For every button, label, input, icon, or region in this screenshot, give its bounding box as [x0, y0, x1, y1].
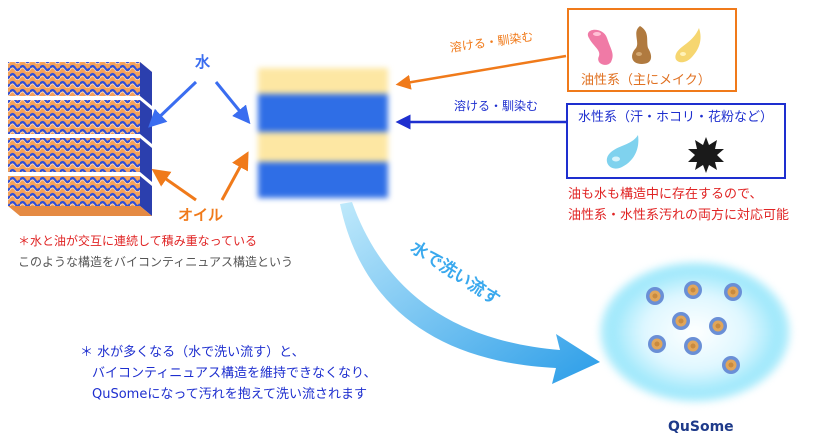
qusome-particle [648, 335, 666, 353]
water-dissolve-label: 溶ける・馴染む [454, 99, 539, 113]
layered-structure-blurred [258, 68, 388, 208]
water-label: 水 [195, 53, 211, 71]
qusome-particle [672, 312, 690, 330]
dust-splat-icon [688, 137, 724, 173]
qusome-particle [722, 356, 740, 374]
bottom-note-line1: ＊ 水が多くなる（水で洗い流す）と、 [80, 345, 305, 360]
pink-drop-icon [587, 29, 613, 65]
light-blue-drop-icon [606, 135, 639, 169]
oil-label: オイル [178, 206, 224, 224]
qusome-particle [709, 317, 727, 335]
bottom-note-line2: バイコンティニュアス構造を維持できなくなり、 [92, 366, 377, 381]
structure-layer-1 [8, 62, 152, 106]
water-dirt-icons [606, 135, 724, 173]
qusome-particle [684, 337, 702, 355]
brown-drop-icon [632, 26, 652, 64]
structure-layer-4 [8, 176, 152, 216]
bicontinuous-note-line1: ＊水と油が交互に連続して積み重なっている [18, 234, 258, 248]
qusome-label: QuSome [668, 419, 734, 435]
qusome-particle [646, 287, 664, 305]
oil-arrow-left [151, 168, 197, 202]
oil-arrow-right [220, 151, 249, 201]
water-based-dirt-box: 水性系（汗・ホコリ・花粉など） [566, 103, 786, 179]
qusome-particles [646, 281, 742, 374]
note-red-line1: 油も水も構造中に存在するので、 [568, 187, 763, 202]
qusome-particle [724, 283, 742, 301]
yellow-drop-icon [675, 28, 701, 63]
oil-based-dirt-box: 油性系（主にメイク） [567, 8, 737, 92]
oil-dissolve-arrow [395, 54, 567, 90]
oil-box-title: 油性系（主にメイク） [581, 73, 711, 88]
oil-drops [587, 26, 701, 65]
note-red-line2: 油性系・水性系汚れの両方に対応可能 [568, 208, 790, 223]
structure-layer-3 [8, 138, 152, 182]
water-arrow-right [214, 81, 251, 125]
wash-flow-arrow [340, 202, 600, 384]
bottom-note-line3: QuSomeになって汚れを抱えて洗い流されます [92, 387, 368, 402]
qusome-particle [684, 281, 702, 299]
water-arrow-left [148, 80, 198, 128]
water-box-title: 水性系（汗・ホコリ・花粉など） [578, 110, 774, 125]
bicontinuous-note-line2: このような構造をバイコンティニュアス構造という [18, 255, 294, 269]
